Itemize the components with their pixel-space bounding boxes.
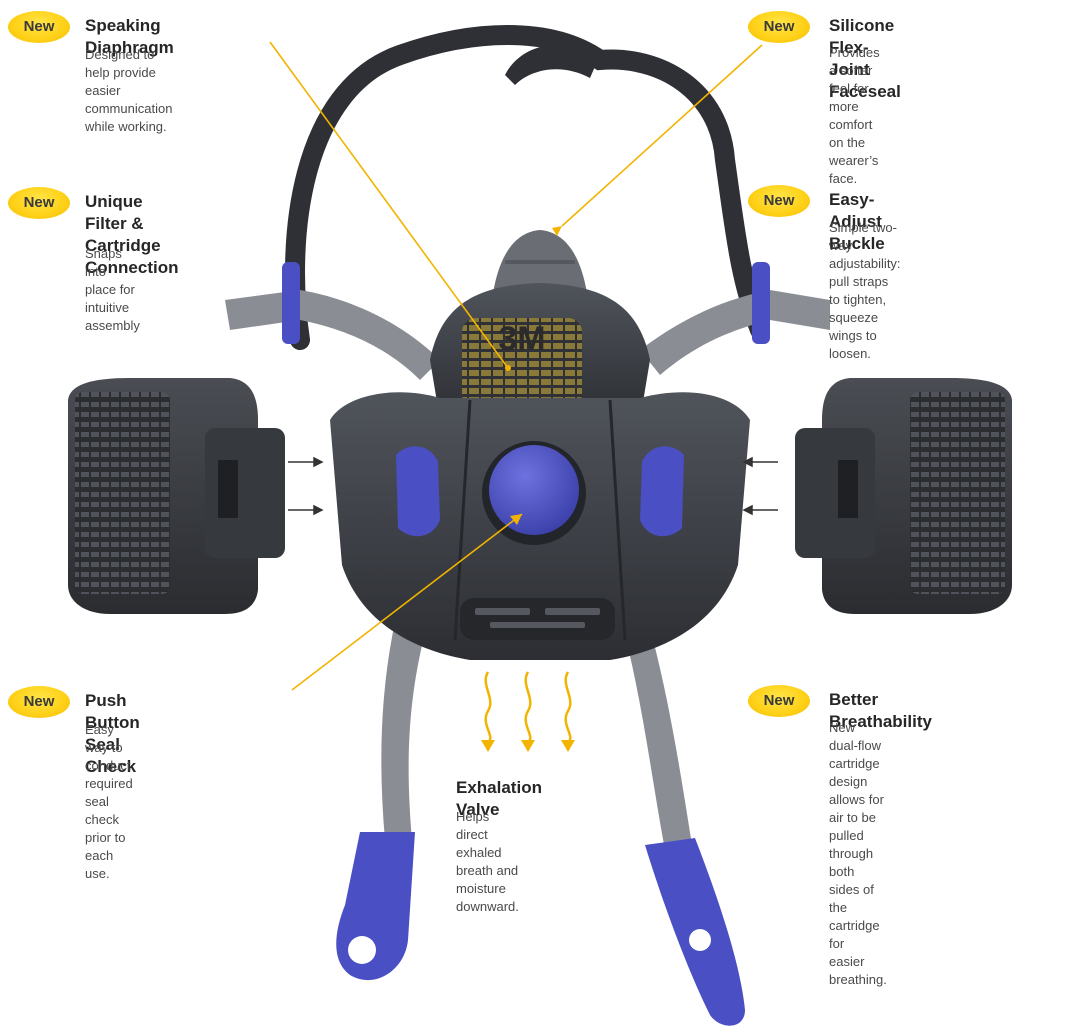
release-tab-left <box>396 446 440 537</box>
callout-title: Exhalation Valve <box>456 778 542 819</box>
new-badge: New <box>748 185 810 217</box>
new-badge: New <box>8 11 70 43</box>
brand-logo: 3M <box>498 320 545 358</box>
filter-cartridge-left <box>68 378 285 614</box>
callout-title: Unique Filter & Cartridge Connection <box>85 192 179 277</box>
harness-tab <box>505 44 600 85</box>
callout-title: Push Button Seal Check <box>85 691 140 776</box>
exhalation-airflow-arrows <box>484 671 572 744</box>
upper-side-strap-left <box>225 290 440 380</box>
filter-cartridge-right <box>795 378 1012 614</box>
upper-side-strap-right <box>640 290 830 375</box>
neck-strap-right <box>615 600 692 850</box>
callout-description: Designed to help provide easier communic… <box>85 47 173 134</box>
speaking-diaphragm-vent <box>462 318 582 408</box>
callout-title: Speaking Diaphragm <box>85 16 174 57</box>
callout-description: Easy way to conduct required seal check … <box>85 722 133 881</box>
buckle-right <box>752 262 770 344</box>
callout-description: Simple two-way adjustability: pull strap… <box>829 220 901 361</box>
release-tab-right <box>640 446 684 537</box>
buckle-left <box>282 262 300 344</box>
neck-buckle-left <box>336 832 415 981</box>
new-badge: New <box>8 686 70 718</box>
callout-description: Helps direct exhaled breath and moisture… <box>456 809 519 914</box>
faceseal-nose <box>492 230 588 300</box>
new-badge: New <box>748 11 810 43</box>
leader-lines <box>269 41 763 691</box>
exhalation-valve <box>460 598 615 640</box>
callout-description: Provides a softer feel for more comfort … <box>829 45 880 186</box>
callout-description: Snaps into place for intuitive assembly <box>85 246 140 333</box>
callout-title: Easy-Adjust Buckle <box>829 190 885 253</box>
callout-title: Silicone Flex-Joint Faceseal <box>829 16 901 101</box>
connection-arrows <box>288 456 778 516</box>
new-badge: New <box>748 685 810 717</box>
callout-title: Better Breathability <box>829 690 932 731</box>
callout-description: New dual-flow cartridge design allows fo… <box>829 720 887 987</box>
neck-strap-left <box>381 600 430 840</box>
new-badge: New <box>8 187 70 219</box>
